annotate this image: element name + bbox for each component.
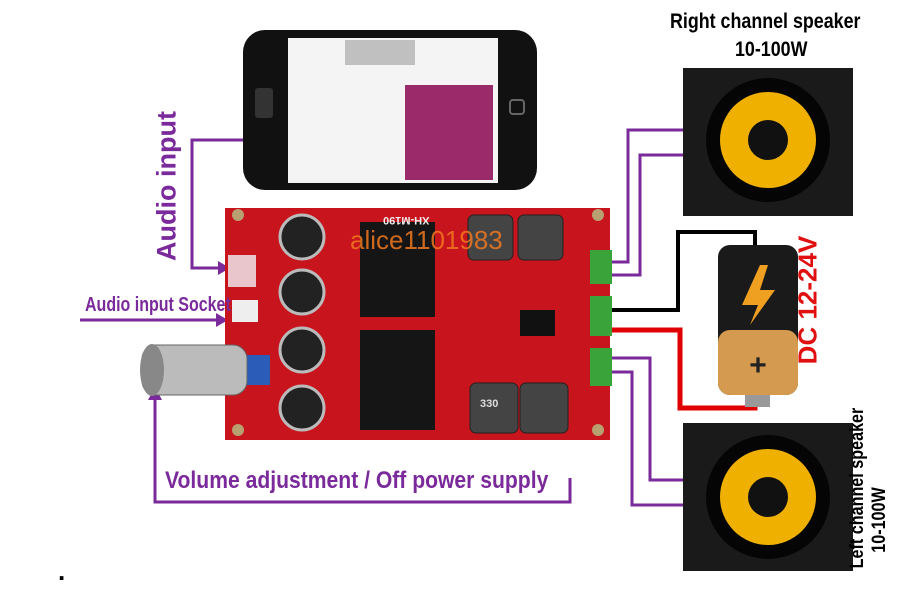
right-speaker (683, 68, 853, 216)
arrow-head-icon (218, 261, 230, 275)
negative-wire (612, 230, 757, 312)
right-speaker-power: 10-100W (735, 38, 808, 61)
power-label: DC 12-24V (792, 235, 823, 365)
right-speaker-label: Right channel speaker (670, 10, 861, 33)
left-speaker-label: Left channel speaker (847, 407, 868, 569)
home-button-icon (509, 99, 525, 115)
left-speaker (683, 423, 853, 571)
smartphone (243, 30, 537, 190)
inductor-marking: 330 (480, 398, 499, 410)
arrow-head-icon (216, 313, 228, 327)
volume-knob (140, 344, 248, 396)
speaker-grille-icon (255, 88, 273, 118)
footnote-dot: . (58, 556, 66, 586)
audio-input-label: Audio input (151, 111, 182, 261)
battery-icon: + (718, 245, 798, 407)
amplifier-board (225, 208, 612, 440)
watermark: alice1101983 (350, 225, 503, 255)
left-speaker-power: 10-100W (869, 487, 890, 553)
audio-socket-label: Audio input Socket (85, 294, 231, 316)
lightning-icon (742, 265, 775, 325)
annotation-arrows (80, 138, 572, 504)
left-speaker-wires (612, 356, 683, 507)
svg-text:+: + (749, 349, 767, 382)
volume-label: Volume adjustment / Off power supply (165, 467, 549, 494)
right-speaker-wires (612, 128, 683, 277)
